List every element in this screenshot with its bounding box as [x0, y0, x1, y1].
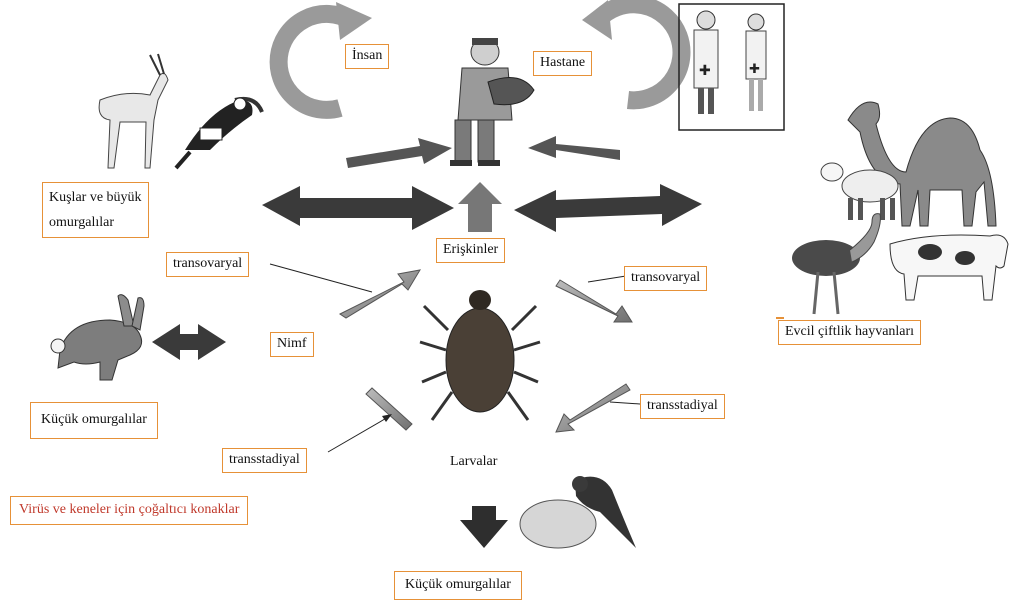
label-kuslar-line1: Kuşlar ve büyük — [49, 185, 142, 210]
arrow-up-icon — [458, 182, 502, 232]
hornbill-icon — [176, 98, 262, 168]
label-insan: İnsan — [345, 44, 389, 69]
arrow-nimf-to-eriskin-icon — [340, 270, 420, 318]
label-virus: Virüs ve keneler için çoğaltıcı konaklar — [10, 496, 248, 525]
tick-icon — [420, 290, 540, 420]
arrow-to-human-left-icon — [346, 138, 452, 168]
label-transstadiyal-left: transstadiyal — [222, 448, 307, 473]
label-kuslar-line2: omurgalılar — [49, 210, 142, 235]
double-arrow-right-icon — [514, 184, 702, 232]
bar-transstadiyal-left-icon — [366, 388, 412, 430]
double-arrow-rabbit-icon — [152, 324, 226, 360]
label-evcil: Evcil çiftlik hayvanları — [778, 320, 921, 345]
cycle-arrow-right-icon — [582, 0, 681, 100]
gazelle-icon — [99, 54, 168, 168]
arrow-down-icon — [460, 506, 508, 548]
label-eriskinler: Erişkinler — [436, 238, 505, 263]
label-nimf: Nimf — [270, 332, 314, 357]
arrow-to-human-right-icon — [528, 136, 620, 160]
ostrich-icon — [792, 214, 880, 314]
cow-icon — [890, 235, 1008, 300]
pointer-transstadiyal-right — [610, 402, 640, 404]
label-transovaryal-right: transovaryal — [624, 266, 707, 291]
label-kuslar: Kuşlar ve büyük omurgalılar — [42, 182, 149, 238]
svg-text:✚: ✚ — [749, 61, 760, 76]
pointer-transovaryal-left — [270, 264, 372, 292]
label-larvalar: Larvalar — [450, 454, 497, 470]
label-hastane: Hastane — [533, 51, 592, 76]
arrow-eriskin-to-larva-icon — [556, 280, 632, 322]
label-transovaryal-left: transovaryal — [166, 252, 249, 277]
svg-text:✚: ✚ — [699, 64, 711, 79]
double-arrow-left-icon — [262, 186, 454, 230]
human-carrying-animal-icon — [450, 38, 534, 166]
label-kucuk-omurgalilar-bottom: Küçük omurgalılar — [394, 571, 522, 600]
doctor-nurse-icon: ✚ ✚ — [694, 11, 766, 114]
label-kucuk-omurgalilar-left: Küçük omurgalılar — [30, 402, 158, 439]
pointer-transovaryal-right — [588, 276, 626, 282]
arrow-larva-to-nimf-icon — [556, 384, 630, 432]
pointer-transstadiyal-left — [328, 414, 392, 452]
rabbit-icon — [51, 295, 144, 380]
label-transstadiyal-right: transstadiyal — [640, 394, 725, 419]
bird-nest-icon — [520, 476, 636, 548]
camel-icon — [848, 102, 996, 226]
